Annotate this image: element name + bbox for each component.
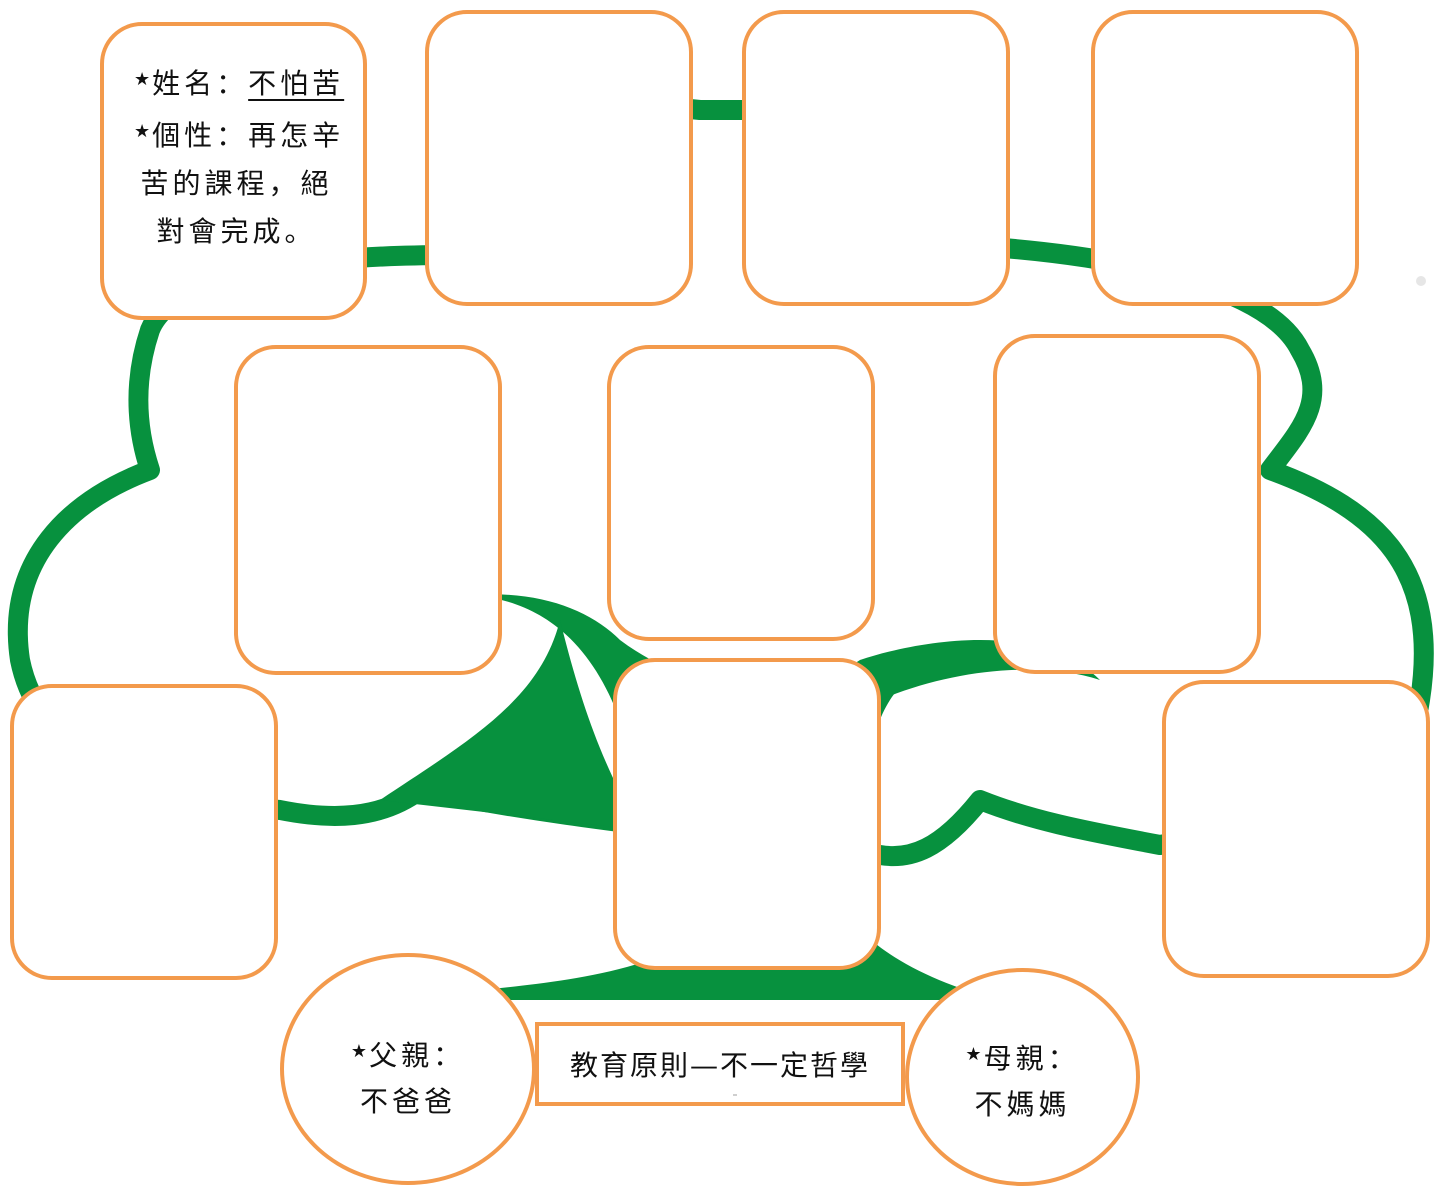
mother-label-line: ★母親： <box>909 1032 1136 1082</box>
member-card-empty[interactable] <box>1091 10 1359 306</box>
member-card-empty[interactable] <box>1162 680 1430 978</box>
star-icon: ★ <box>350 1041 368 1062</box>
child-name-value: 不怕苦 <box>248 67 345 100</box>
member-card-empty[interactable] <box>742 10 1010 306</box>
member-card-empty[interactable] <box>234 345 502 675</box>
title-box: 教育原則—不一定哲學 <box>535 1022 905 1106</box>
tree-branch-left <box>380 620 640 830</box>
dot-icon <box>1416 276 1426 286</box>
father-label-line: ★父親： <box>284 1029 532 1079</box>
page-title: 教育原則—不一定哲學 <box>569 1049 870 1082</box>
child-name-label: 姓名： <box>152 67 249 100</box>
child-trait-text-2: 苦的課程，絕 <box>140 167 333 200</box>
member-card-empty[interactable] <box>10 684 278 980</box>
star-icon: ★ <box>965 1044 982 1065</box>
child-trait-text-3: 對會完成。 <box>156 215 317 248</box>
mark <box>733 1094 737 1096</box>
child-name-line: ★姓名：不怕苦 <box>134 56 349 108</box>
member-card-empty[interactable] <box>607 345 875 641</box>
member-card-empty[interactable] <box>425 10 693 306</box>
star-icon: ★ <box>134 69 151 90</box>
child-trait-line: ★個性：再怎辛 <box>134 108 349 160</box>
father-name: 不爸爸 <box>359 1085 456 1118</box>
father-label: 父親： <box>369 1039 466 1072</box>
child-trait-text-1: 再怎辛 <box>248 119 345 152</box>
child-trait-label: 個性： <box>152 119 249 152</box>
member-card-empty[interactable] <box>613 658 881 970</box>
mother-label: 母親： <box>983 1042 1080 1075</box>
child-card: ★姓名：不怕苦 ★個性：再怎辛 苦的課程，絕 對會完成。 <box>100 22 367 320</box>
father-info: ★父親： 不爸爸 <box>284 1029 532 1125</box>
father-circle: ★父親： 不爸爸 <box>280 953 536 1185</box>
star-icon: ★ <box>134 121 151 142</box>
mother-info: ★母親： 不媽媽 <box>909 1032 1136 1128</box>
mother-circle: ★母親： 不媽媽 <box>905 968 1140 1186</box>
member-card-empty[interactable] <box>993 334 1261 674</box>
mother-name: 不媽媽 <box>974 1088 1071 1121</box>
child-info: ★姓名：不怕苦 ★個性：再怎辛 苦的課程，絕 對會完成。 <box>134 56 349 256</box>
